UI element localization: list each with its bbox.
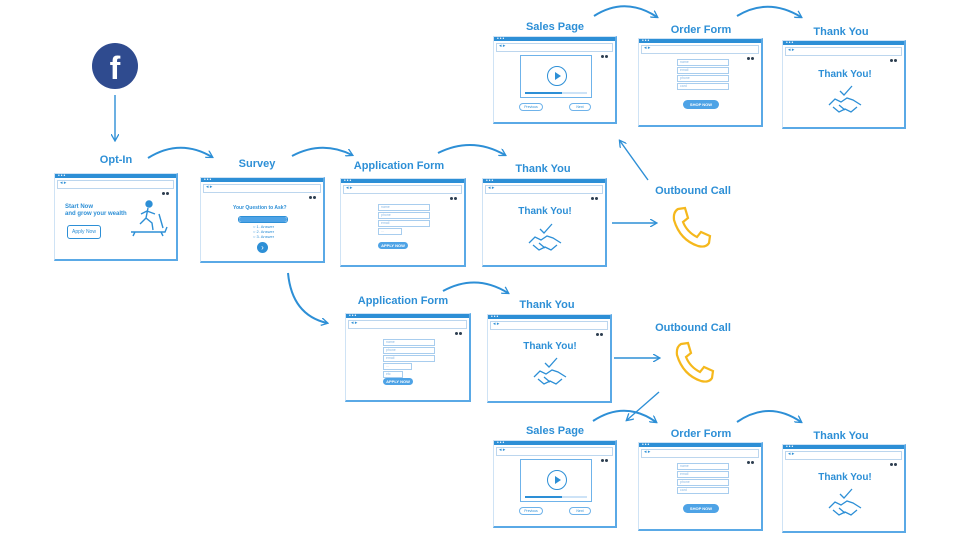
arrow-optin-to-survey [147,146,212,159]
application-form-window-1: ••• ◂ ▸ name phone email ... APPLY NOW [340,178,466,267]
arrow-call2-to-sales2 [627,391,660,420]
title-survey: Survey [238,158,276,170]
thank-you-heading: Thank You! [523,341,577,352]
phone-icon [672,206,712,248]
etc-field[interactable]: etc [383,371,403,378]
email-field[interactable]: email [383,355,435,362]
apply-now-button[interactable]: Apply Now [67,225,101,239]
title-opt-in: Opt-In [99,154,133,166]
application-form-window-2: ••• ◂ ▸ name phone email ... etc APPLY N… [345,313,471,402]
title-thank-you-4: Thank You [813,430,869,442]
handshake-check-icon [828,488,862,516]
phone-field[interactable]: phone [677,75,729,82]
card-field[interactable]: card [677,487,729,494]
extra-field[interactable]: ... [378,228,402,235]
survey-question: Your Question to Ask? [233,205,287,211]
survey-option[interactable]: ○ 1. Answer [253,224,275,229]
facebook-icon: f [92,43,138,89]
arrow-order2-to-ty4 [736,410,801,422]
thank-you-window-1: ••• ◂ ▸ Thank You! [482,178,607,267]
handshake-check-icon [533,357,567,385]
survey-page-window: ••• ◂ ▸ Your Question to Ask? ○ 1. Answe… [200,177,325,263]
arrow-order1-to-ty2 [736,5,801,17]
arrow-app2-to-ty3 [442,281,508,293]
thank-you-heading: Thank You! [818,472,872,483]
thank-you-heading: Thank You! [818,69,872,80]
treadmill-runner-icon [131,200,168,237]
arrow-survey-to-app2 [287,272,327,323]
phone-field[interactable]: phone [677,479,729,486]
thank-you-window-2: ••• ◂ ▸ Thank You! [782,40,906,129]
arrow-call1-to-sales1 [620,141,649,181]
email-field[interactable]: email [378,220,430,227]
name-field[interactable]: name [677,463,729,470]
shop-now-button[interactable]: SHOP NOW [683,504,719,513]
optin-headline-2: and grow your wealth [65,211,127,217]
arrow-survey-to-app1 [291,146,352,157]
thank-you-heading: Thank You! [518,206,572,217]
play-icon[interactable] [547,470,567,490]
title-outbound-call-2: Outbound Call [655,322,731,334]
title-application-form-2: Application Form [357,295,449,307]
title-order-form-1: Order Form [670,24,732,36]
order-form-window-2: ••• ◂ ▸ name email phone card SHOP NOW [638,442,763,531]
title-thank-you-2: Thank You [813,26,869,38]
title-sales-page-1: Sales Page [525,21,585,33]
survey-next-button[interactable]: › [257,242,268,253]
video-player[interactable] [520,55,592,98]
card-field[interactable]: card [677,83,729,90]
handshake-check-icon [828,85,862,113]
apply-now-submit-button[interactable]: APPLY NOW [378,242,408,249]
title-outbound-call-1: Outbound Call [655,185,731,197]
handshake-check-icon [528,223,562,251]
survey-option[interactable]: ○ 3. Answer [253,234,275,239]
next-button[interactable]: Next [569,103,591,111]
video-progress[interactable] [525,496,587,498]
optin-headline-1: Start Now [65,204,94,210]
next-button[interactable]: Next [569,507,591,515]
play-icon[interactable] [547,66,567,86]
shop-now-button[interactable]: SHOP NOW [683,100,719,109]
title-application-form-1: Application Form [353,160,445,172]
optin-page-window: ••• ◂ ▸ Start Now and grow your wealth A… [54,173,178,261]
title-thank-you-1: Thank You [515,163,571,175]
name-field[interactable]: name [677,59,729,66]
video-player[interactable] [520,459,592,502]
survey-option[interactable]: ○ 2. Answer [253,229,275,234]
apply-now-submit-button[interactable]: APPLY NOW [383,378,413,385]
title-order-form-2: Order Form [670,428,732,440]
arrow-app1-to-ty1 [437,144,505,155]
arrow-sales1-to-order1 [593,5,657,17]
video-progress[interactable] [525,92,587,94]
survey-progress-bar [238,216,288,223]
thank-you-window-4: ••• ◂ ▸ Thank You! [782,444,906,533]
email-field[interactable]: email [677,471,729,478]
phone-icon [675,341,715,383]
phone-field[interactable]: phone [383,347,435,354]
name-field[interactable]: name [383,339,435,346]
thank-you-window-3: ••• ◂ ▸ Thank You! [487,314,612,403]
sales-page-window-1: ••• ◂ ▸ Previous Next [493,36,617,124]
title-sales-page-2: Sales Page [525,425,585,437]
sales-page-window-2: ••• ◂ ▸ Previous Next [493,440,617,528]
order-form-window-1: ••• ◂ ▸ name email phone card SHOP NOW [638,38,763,127]
extra-field[interactable]: ... [383,363,412,370]
phone-field[interactable]: phone [378,212,430,219]
email-field[interactable]: email [677,67,729,74]
title-thank-you-3: Thank You [519,299,575,311]
previous-button[interactable]: Previous [519,507,543,515]
name-field[interactable]: name [378,204,430,211]
previous-button[interactable]: Previous [519,103,543,111]
arrow-sales2-to-order2 [592,409,656,422]
